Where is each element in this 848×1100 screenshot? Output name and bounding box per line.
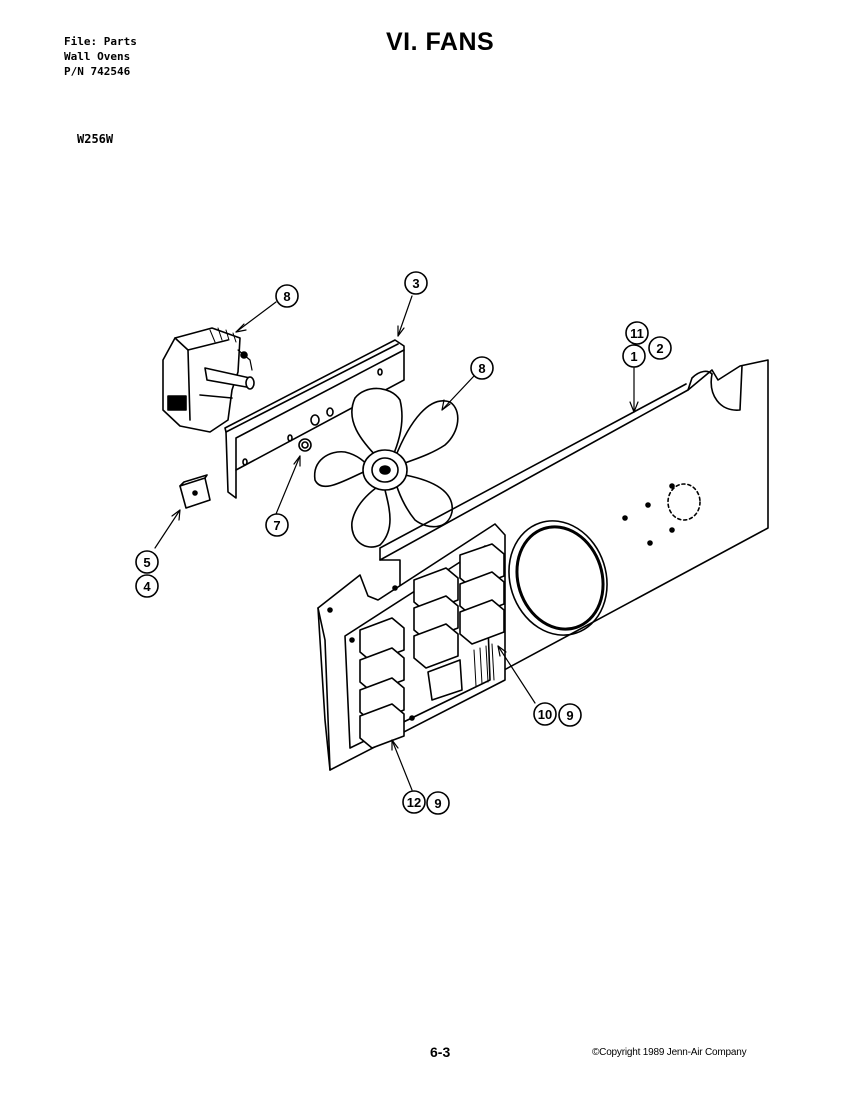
callout-9-bottom: 9 xyxy=(426,791,450,815)
product-label: Wall Ovens xyxy=(64,50,131,63)
callout-4: 4 xyxy=(135,574,159,598)
callout-9-right: 9 xyxy=(558,703,582,727)
svg-text:9: 9 xyxy=(434,796,441,811)
svg-text:8: 8 xyxy=(283,289,290,304)
svg-text:4: 4 xyxy=(143,579,151,594)
callout-3: 3 xyxy=(404,271,428,295)
leader-lines xyxy=(154,295,639,791)
model-number: W256W xyxy=(77,132,114,146)
svg-text:3: 3 xyxy=(412,276,419,291)
relay-board-part xyxy=(317,523,506,771)
page-title: VI. FANS xyxy=(386,28,495,56)
copyright-notice: ©Copyright 1989 Jenn-Air Company xyxy=(592,1047,747,1058)
svg-text:12: 12 xyxy=(407,795,421,810)
document-info: File: Parts Wall Ovens P/N 742546 xyxy=(64,34,137,79)
motor-bracket-part xyxy=(224,339,405,499)
fan-blade-part xyxy=(314,387,459,548)
svg-text:11: 11 xyxy=(630,326,644,341)
callout-5: 5 xyxy=(135,550,159,574)
callout-7: 7 xyxy=(265,513,289,537)
svg-text:5: 5 xyxy=(143,555,150,570)
callout-10: 10 xyxy=(533,702,557,726)
svg-text:10: 10 xyxy=(538,707,552,722)
clip-part xyxy=(179,474,211,509)
callout-12: 12 xyxy=(402,790,426,814)
file-label: File: Parts xyxy=(64,35,137,48)
svg-text:8: 8 xyxy=(478,361,485,376)
callout-11: 11 xyxy=(625,321,649,345)
callout-8-motor: 8 xyxy=(275,284,299,308)
callout-8-fan: 8 xyxy=(470,356,494,380)
svg-text:1: 1 xyxy=(630,349,637,364)
fan-motor-part xyxy=(162,327,255,433)
svg-text:7: 7 xyxy=(273,518,280,533)
part-number-label: P/N 742546 xyxy=(64,65,131,78)
page-number: 6-3 xyxy=(430,1044,451,1060)
svg-text:9: 9 xyxy=(566,708,573,723)
callout-2: 2 xyxy=(648,336,672,360)
svg-text:2: 2 xyxy=(656,341,663,356)
callout-1: 1 xyxy=(622,344,646,368)
